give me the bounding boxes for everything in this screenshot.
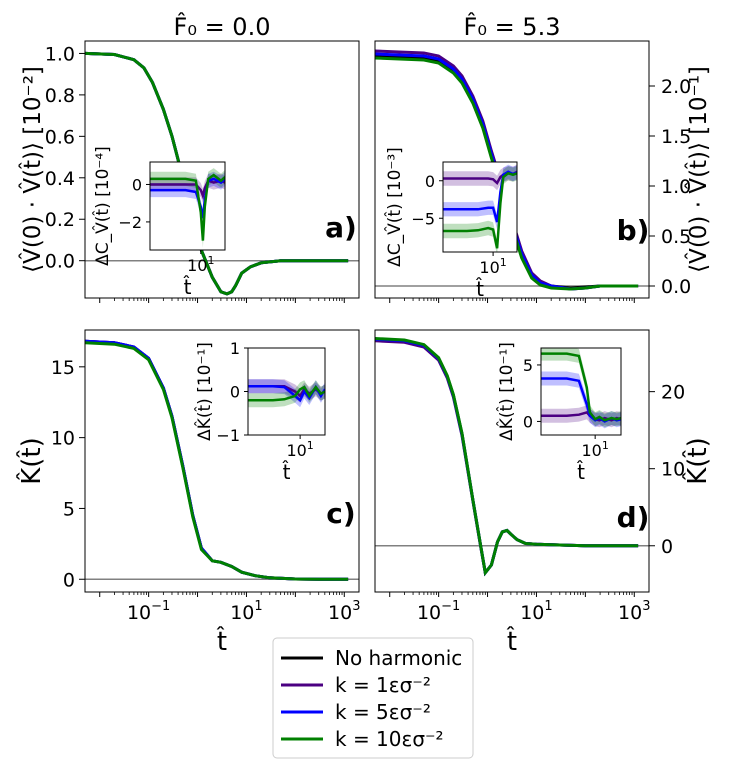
inset-line-k10 [150,173,225,241]
x-axis-label: t̂ [216,625,227,657]
y-tick-label: 0.5 [661,226,691,248]
inset-y-tick-label: 1 [230,339,240,358]
inset-band-k1 [150,173,225,203]
inset-band-k5 [541,371,621,429]
legend-label: No harmonic [335,646,462,670]
inset-frame [442,161,518,253]
y-tick-label: 0.6 [45,126,75,148]
inset-line-k1 [150,179,225,200]
y-tick-label: 0.4 [45,168,75,190]
inset-x-tick-label: 101 [479,256,506,277]
axes-frame [374,329,650,593]
x-tick-label: 101 [520,599,552,624]
y-tick-label: 0.0 [661,276,691,298]
series-line-k10 [375,337,639,577]
x-tick-label: 103 [618,599,650,624]
inset-x-axis-label: t̂ [476,277,484,301]
y-axis-label: K̂(t̂) [681,437,713,485]
axes-frame [84,329,360,593]
inset-x-tick-label: 101 [187,254,214,275]
legend-label: k = 5εσ⁻² [335,700,431,724]
inset-band-k1 [541,405,621,428]
y-tick-label: 1.5 [661,126,691,148]
axes-frame [374,40,650,299]
inset-y-tick-label: 5 [523,356,533,375]
legend-label: k = 10εσ⁻² [335,727,444,751]
panel-label: b) [617,214,650,247]
x-tick-label: 101 [230,599,262,624]
x-tick-label: 103 [328,599,360,624]
inset-y-tick-label: 0 [425,172,435,191]
inset-y-axis-label: ΔC_V̂(t̂) [10⁻³] [384,147,405,267]
y-axis-label: ⟨V̂(0) · V̂(t̂)⟩ [10⁻²] [19,66,46,273]
inset-x-tick-label: 101 [581,439,608,460]
inset-line-k10 [248,385,325,402]
inset-y-axis-label: ΔK̂(t̂) [10⁻¹] [194,342,215,441]
axes-frame [84,40,360,299]
inset-x-axis-label: t̂ [282,460,290,484]
legend-box [272,637,474,759]
inset-y-tick-label: −5 [411,209,435,228]
inset-x-axis-label: t̂ [577,460,585,484]
inset-y-tick-label: 0 [132,175,142,194]
y-tick-label: 0.0 [45,251,75,273]
panel-label: c) [326,497,355,530]
inset-y-tick-label: 0 [523,412,533,431]
panel-label: d) [617,501,650,534]
y-axis-label: K̂(t̂) [15,437,47,485]
panel-b: 0.0 0.5 1.0 1.5 2.0⟨V̂(0) · V̂(t̂)⟩ [10⁻¹] b)… [374,40,712,303]
inset-y-tick-label: −2 [118,213,142,232]
x-tick-label: 10−1 [127,599,170,624]
y-tick-label: 0.8 [45,85,75,107]
inset-line-k10 [443,171,517,249]
y-tick-label: 20 [661,382,685,404]
legend-label: k = 1εσ⁻² [335,673,431,697]
inset-x-tick-label: 101 [286,439,313,460]
y-tick-label: 0 [661,536,673,558]
panel-a: 0.0 0.2 0.4 0.6 0.8 1.0⟨V̂(0) · V̂(t̂)⟩ [10⁻²… [19,40,360,303]
y-tick-label: 10 [661,459,685,481]
inset-y-tick-label: 0 [230,383,240,402]
panels: 0.00.20.40.60.81.0⟨V̂(0) · V̂(t̂)⟩ [10⁻²… [15,40,713,657]
x-tick-label: 10−1 [417,599,460,624]
y-tick-label: 5 [63,498,75,520]
legend: No harmonic k = 1εσ⁻² k = 5εσ⁻² k = 10εσ⁻² [272,637,474,759]
inset-x-axis-label: t̂ [183,275,191,299]
y-tick-label: 0.2 [45,209,75,231]
title-left: F̂₀ = 0.0 [174,13,271,41]
inset-y-axis-label: ΔK̂(t̂) [10⁻¹] [496,342,517,441]
inset-y-axis-label: ΔC_V̂(t̂) [10⁻⁴] [92,146,113,266]
y-axis-label: ⟨V̂(0) · V̂(t̂)⟩ [10⁻¹] [685,66,712,273]
inset-line-k5 [150,177,225,219]
x-axis-label: t̂ [506,625,517,657]
y-tick-label: 0 [63,569,75,591]
series-line-k10 [85,341,349,581]
inset-frame [540,347,622,436]
panel-label: a) [325,211,357,244]
y-tick-label: 15 [51,357,75,379]
series-line-k10 [85,51,349,296]
y-tick-label: 2.0 [661,76,691,98]
y-tick-label: 1.0 [45,43,75,65]
inset-y-tick-label: −1 [216,426,240,445]
y-tick-label: 10 [51,428,75,450]
inset-line-k10 [541,352,621,422]
y-tick-label: 1.0 [661,176,691,198]
title-right: F̂₀ = 5.3 [464,13,561,41]
inset-frame [149,161,226,251]
